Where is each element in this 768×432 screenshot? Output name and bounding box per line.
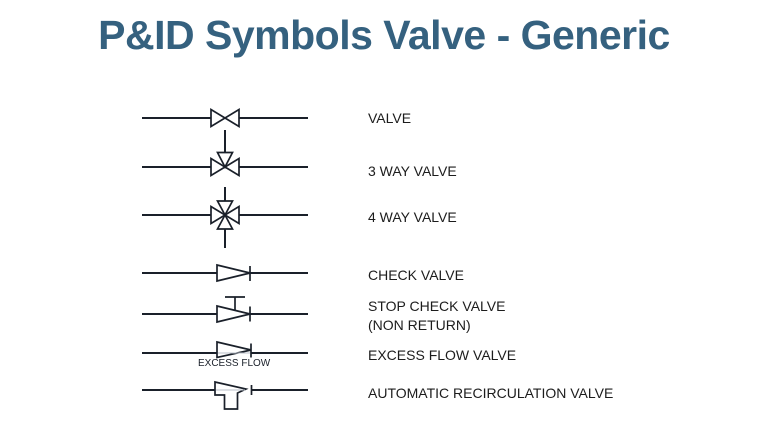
label-automatic-recirculation-valve: AUTOMATIC RECIRCULATION VALVE xyxy=(368,385,614,401)
valve-icon xyxy=(142,107,308,129)
automatic-recirculation-valve-icon xyxy=(142,380,308,410)
label-valve: VALVE xyxy=(368,110,412,126)
page-title: P&ID Symbols Valve - Generic xyxy=(98,12,670,58)
label-stop-check-valve-line1: STOP CHECK VALVE xyxy=(368,298,506,314)
check-valve-icon xyxy=(142,263,308,283)
label-stop-check-valve-line2: (NON RETURN) xyxy=(368,317,471,333)
label-check-valve: CHECK VALVE xyxy=(368,267,464,283)
excess-flow-valve-icon xyxy=(142,340,308,359)
label-3-way-valve: 3 WAY VALVE xyxy=(368,163,457,179)
3-way-valve-icon xyxy=(142,130,308,178)
excess-flow-symbol-caption: EXCESS FLOW xyxy=(198,358,271,369)
label-excess-flow-valve: EXCESS FLOW VALVE xyxy=(368,347,517,363)
label-4-way-valve: 4 WAY VALVE xyxy=(368,209,457,225)
label-stop-check-valve: STOP CHECK VALVE (NON RETURN) xyxy=(368,297,505,335)
4-way-valve-icon xyxy=(142,187,308,248)
stop-check-valve-icon xyxy=(142,296,308,324)
